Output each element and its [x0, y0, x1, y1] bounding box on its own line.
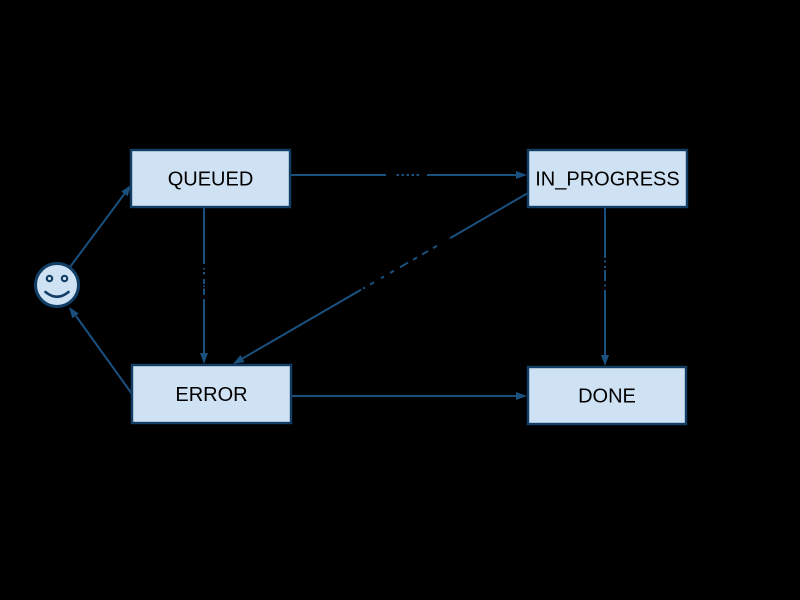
- node-in-progress: IN_PROGRESS: [526, 148, 689, 209]
- edge-start-to-queued: [69, 185, 131, 268]
- node-done: DONE: [526, 365, 688, 426]
- node-error-label: ERROR: [175, 384, 247, 406]
- edge-in-progress-to-error: [233, 192, 529, 364]
- start-state-marker: [34, 262, 80, 308]
- node-in-progress-label: IN_PROGRESS: [535, 169, 679, 191]
- node-done-label: DONE: [578, 386, 636, 408]
- node-error: ERROR: [130, 363, 293, 425]
- node-queued: QUEUED: [129, 148, 292, 209]
- edge-queued-to-in-progress: [290, 171, 527, 179]
- edge-error-to-start: [69, 307, 133, 395]
- smiley-face-icon: [34, 262, 80, 308]
- edge-error-to-done: [291, 392, 527, 400]
- node-queued-label: QUEUED: [168, 169, 254, 191]
- edge-queued-to-error: [200, 207, 208, 364]
- edge-in-progress-to-done: [601, 207, 609, 366]
